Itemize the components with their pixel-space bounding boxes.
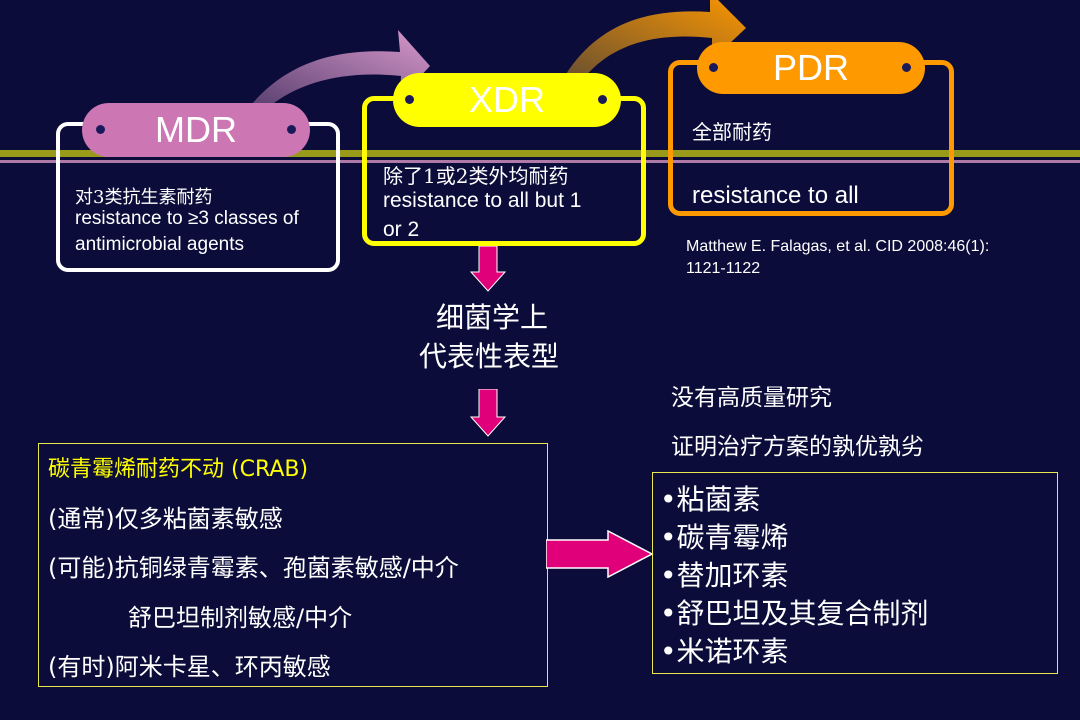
divider-line-olive: [0, 150, 1080, 157]
treatment-item: •碳青霉烯: [660, 521, 789, 554]
pill-dot: [287, 125, 296, 134]
crab-title: 碳青霉烯耐药不动 (CRAB): [48, 457, 309, 482]
treatment-item: •替加环素: [660, 559, 789, 592]
xdr-en-line1: resistance to all but 1: [383, 189, 582, 212]
pill-dot: [598, 95, 607, 104]
treatment-item: •米诺环素: [660, 635, 789, 668]
treatment-item: •舒巴坦及其复合制剂: [660, 597, 929, 630]
pill-dot: [902, 63, 911, 72]
progression-arrows: [252, 0, 746, 106]
divider-line-pink: [0, 160, 1080, 163]
evidence-line2: 证明治疗方案的孰优孰劣: [671, 434, 924, 460]
xdr-label: XDR: [468, 79, 545, 120]
citation-line2: 1121-1122: [686, 260, 761, 277]
treatments-box: [652, 472, 1058, 674]
arrow-xdr-to-pdr: [566, 0, 746, 78]
xdr-en-line2: or 2: [383, 218, 420, 241]
crab-line1: (通常)仅多粘菌素敏感: [48, 505, 283, 533]
mdr-en-line1: resistance to ≥3 classes of: [75, 208, 299, 229]
mdr-pill: MDR: [82, 103, 310, 157]
mdr-en-line2: antimicrobial agents: [75, 234, 244, 255]
right-arrow: [546, 530, 654, 578]
mdr-zh: 对3类抗生素耐药: [75, 187, 213, 208]
pdr-label: PDR: [772, 47, 849, 88]
evidence-line1: 没有高质量研究: [671, 385, 832, 411]
pdr-pill: PDR: [697, 42, 925, 94]
down-arrow-1: [470, 246, 506, 292]
crab-line2: (可能)抗铜绿青霉素、孢菌素敏感/中介: [48, 554, 459, 582]
pill-dot: [405, 95, 414, 104]
citation-line1: Matthew E. Falagas, et al. CID 2008:46(1…: [686, 238, 990, 255]
pill-dot: [709, 63, 718, 72]
phenotype-line1: 细菌学上: [436, 301, 549, 334]
xdr-pill: XDR: [393, 73, 621, 127]
xdr-zh: 除了1或2类外均耐药: [383, 164, 569, 188]
crab-line4: (有时)阿米卡星、环丙敏感: [48, 653, 331, 681]
mdr-label: MDR: [155, 109, 237, 150]
arrow-mdr-to-xdr: [252, 30, 430, 106]
pill-dot: [96, 125, 105, 134]
down-arrow-2: [470, 389, 506, 437]
crab-line3: 舒巴坦制剂敏感/中介: [128, 604, 353, 632]
phenotype-line2: 代表性表型: [419, 340, 560, 373]
pdr-zh: 全部耐药: [692, 120, 772, 144]
pdr-en-line1: resistance to all: [692, 182, 859, 209]
treatment-item: •粘菌素: [660, 483, 761, 516]
